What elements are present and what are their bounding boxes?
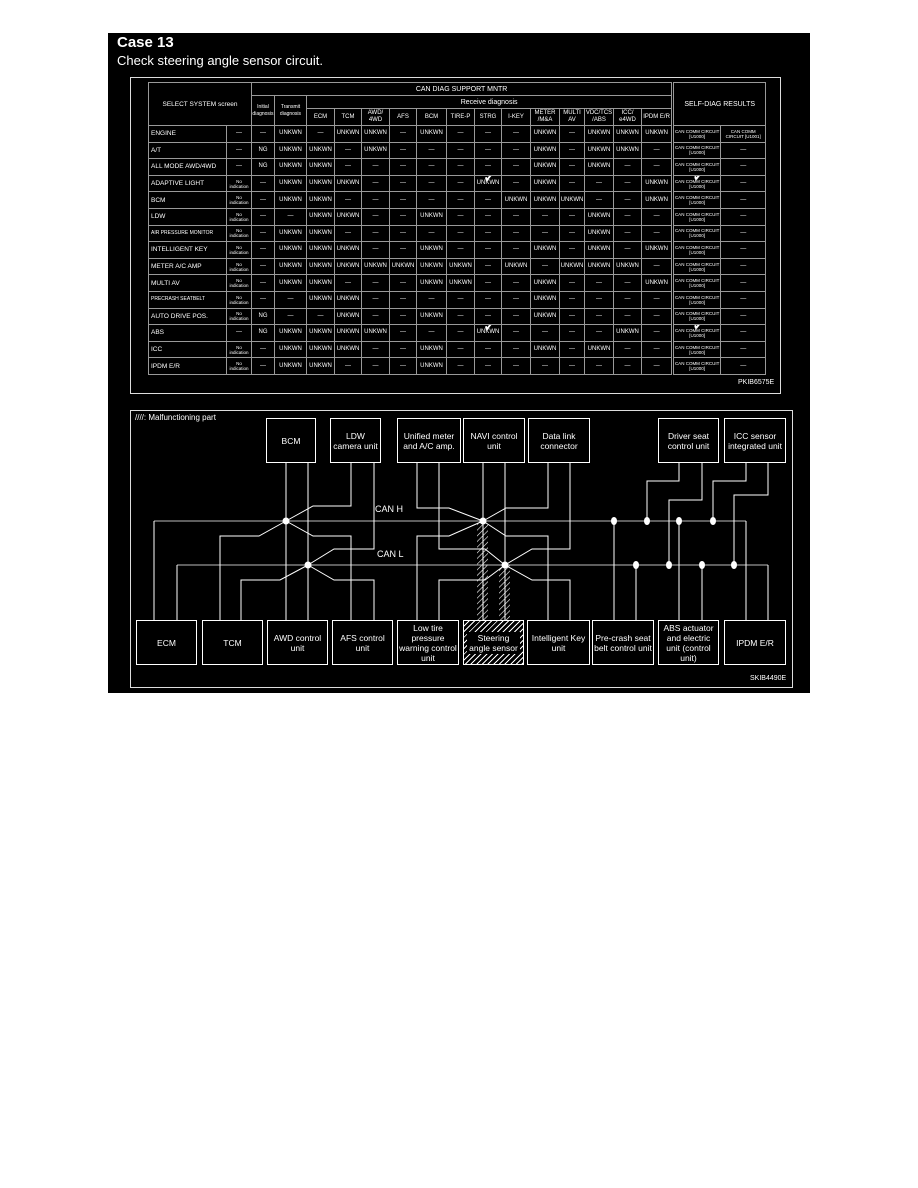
receive-column-header: IPDM E/R [640,108,673,126]
self-diag-cell: CAN COMM CIRCUIT [U1000] [673,158,722,176]
can-h-label: CAN H [375,504,404,514]
case-subtitle: Check steering angle sensor circuit. [117,53,323,68]
diagram-code: SKIB4490E [750,675,787,682]
unit-driver-seat: Driver seat control unit [658,418,719,463]
receive-column-header: I-KEY [501,108,531,126]
unit-awd: AWD control unit [267,620,328,665]
unit-bcm: BCM [266,418,316,463]
receive-column-header: METER /M&A [530,108,560,126]
self-diag-header: SELF-DIAG RESULTS [673,82,767,126]
table-cell: UNKWN [474,174,502,193]
unit-ecm: ECM [136,620,197,665]
unit-navi: NAVI control unit [463,418,525,463]
unit-low-tire-pressure: Low tire pressure warning control unit [397,620,459,665]
malfunction-legend: ////: Malfunctioning part [135,413,216,422]
self-diag-cell: — [720,357,767,375]
table-cell: — [530,357,560,375]
receive-column-header: BCM [416,108,447,126]
receive-column-header: VDC/TCS /ABS [584,108,614,126]
self-diag-cell: CAN COMM CIRCUIT [U1000] [673,324,722,342]
unit-steering-angle-sensor: Steering angle sensor [463,620,524,665]
system-name: IPDM E/R [148,357,227,375]
unit-intelligent-key: Intelligent Key unit [527,620,590,665]
table-figure-frame [130,77,781,394]
can-l-label: CAN L [377,549,404,559]
table-cell: — [640,324,673,342]
table-cell: — [640,224,673,243]
unit-afs: AFS control unit [332,620,393,665]
table-cell: No indication [226,274,252,292]
unit-data-link-connector: Data link connector [528,418,590,463]
can-diagram-frame [130,410,793,688]
unit-unified-meter: Unified meter and A/C amp. [397,418,461,463]
table-cell: UNKWN [274,357,307,375]
table-cell: — [640,357,673,375]
self-diag-cell: CAN COMM CIRCUIT [U1000] [673,357,722,375]
transmit-diagnosis-header: Transmit diagnosis [274,95,307,126]
table-cell: UNKWN [474,324,502,342]
receive-column-header: TCM [334,108,362,126]
steering-angle-sensor-label: Steering angle sensor [467,631,520,654]
receive-column-header: ECM [306,108,335,126]
table-cell: — [584,357,614,375]
unit-pre-crash-seat-belt: Pre-crash seat belt control unit [592,620,654,665]
table-cell: No indication [226,357,252,375]
unit-ldw-camera: LDW camera unit [330,418,381,463]
select-system-header: SELECT SYSTEM screen [148,82,252,126]
can-diag-table: SELECT SYSTEM screen CAN DIAG SUPPORT MN… [148,82,767,375]
figure-code: PKIB6575E [738,379,775,386]
self-diag-cell: — [720,340,767,359]
self-diag-cell: CAN COMM CIRCUIT [U1000] [673,174,722,193]
unit-ipdm-er: IPDM E/R [724,620,786,665]
unit-abs-actuator: ABS actuator and electric unit (control … [658,620,719,665]
table-cell: — [334,357,362,375]
table-row: ABS—NGUNKWNUNKWNUNKWNUNKWN———UNKWN————UN… [148,324,767,342]
receive-column-header: MULTI AV [559,108,585,126]
case-title: Case 13 [117,34,174,51]
junction-dots [282,517,737,569]
unit-icc-sensor: ICC sensor integrated unit [724,418,786,463]
self-diag-cell: CAN COMM CIRCUIT [U1000] [673,141,722,160]
unit-tcm: TCM [202,620,263,665]
